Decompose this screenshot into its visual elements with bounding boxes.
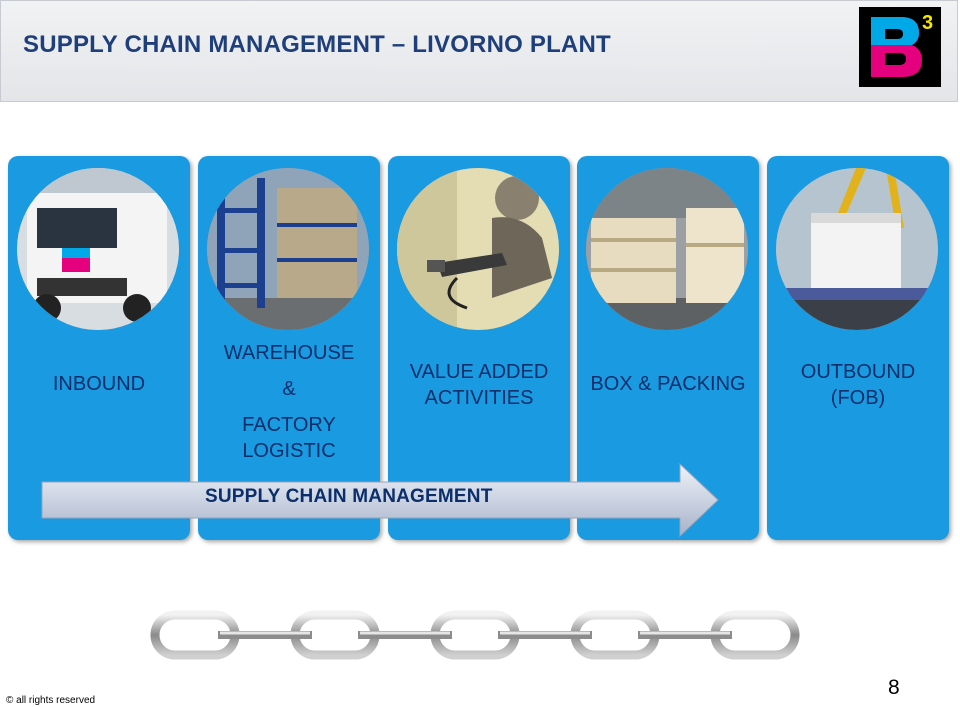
label-line: INBOUND (52, 373, 146, 395)
panel-label-box-packing: BOX & PACKING (577, 371, 759, 397)
panel-label-inbound: INBOUND (8, 371, 190, 397)
header-bar: SUPPLY CHAIN MANAGEMENT – LIVORNO PLANT … (0, 0, 958, 102)
svg-text:3: 3 (922, 12, 933, 34)
panel-box-packing: BOX & PACKING (577, 156, 759, 540)
label-line: FACTORY (242, 414, 336, 436)
label-line: ACTIVITIES (424, 387, 534, 409)
panel-outbound: OUTBOUND (FOB) (767, 156, 949, 540)
page-title: SUPPLY CHAIN MANAGEMENT – LIVORNO PLANT (23, 31, 611, 58)
label-line: OUTBOUND (800, 361, 916, 383)
panel-label-warehouse: WAREHOUSE & FACTORY LOGISTIC (198, 340, 380, 464)
b3-logo: 3 (859, 7, 941, 87)
panel-label-value-added: VALUE ADDED ACTIVITIES (388, 359, 570, 411)
page-number: 8 (888, 676, 900, 699)
panel-label-outbound: OUTBOUND (FOB) (767, 359, 949, 411)
label-line: VALUE ADDED (409, 361, 549, 383)
panel-warehouse: WAREHOUSE & FACTORY LOGISTIC (198, 156, 380, 540)
label-line: BOX & PACKING (590, 373, 746, 395)
label-line: (FOB) (830, 387, 886, 409)
panel-inbound: INBOUND (8, 156, 190, 540)
crane-loading-photo (776, 168, 938, 330)
truck-photo (17, 168, 179, 330)
arrow-label: SUPPLY CHAIN MANAGEMENT (205, 486, 493, 507)
wooden-crates-photo (586, 168, 748, 330)
warehouse-racks-photo (207, 168, 369, 330)
spray-painting-photo (397, 168, 559, 330)
label-line: LOGISTIC (242, 440, 336, 462)
label-line: WAREHOUSE (223, 342, 355, 364)
label-line: & (282, 378, 296, 400)
panel-value-added: VALUE ADDED ACTIVITIES (388, 156, 570, 540)
supply-chain-arrow (41, 462, 719, 538)
chain-image (150, 610, 800, 660)
copyright-text: © all rights reserved (6, 695, 96, 706)
